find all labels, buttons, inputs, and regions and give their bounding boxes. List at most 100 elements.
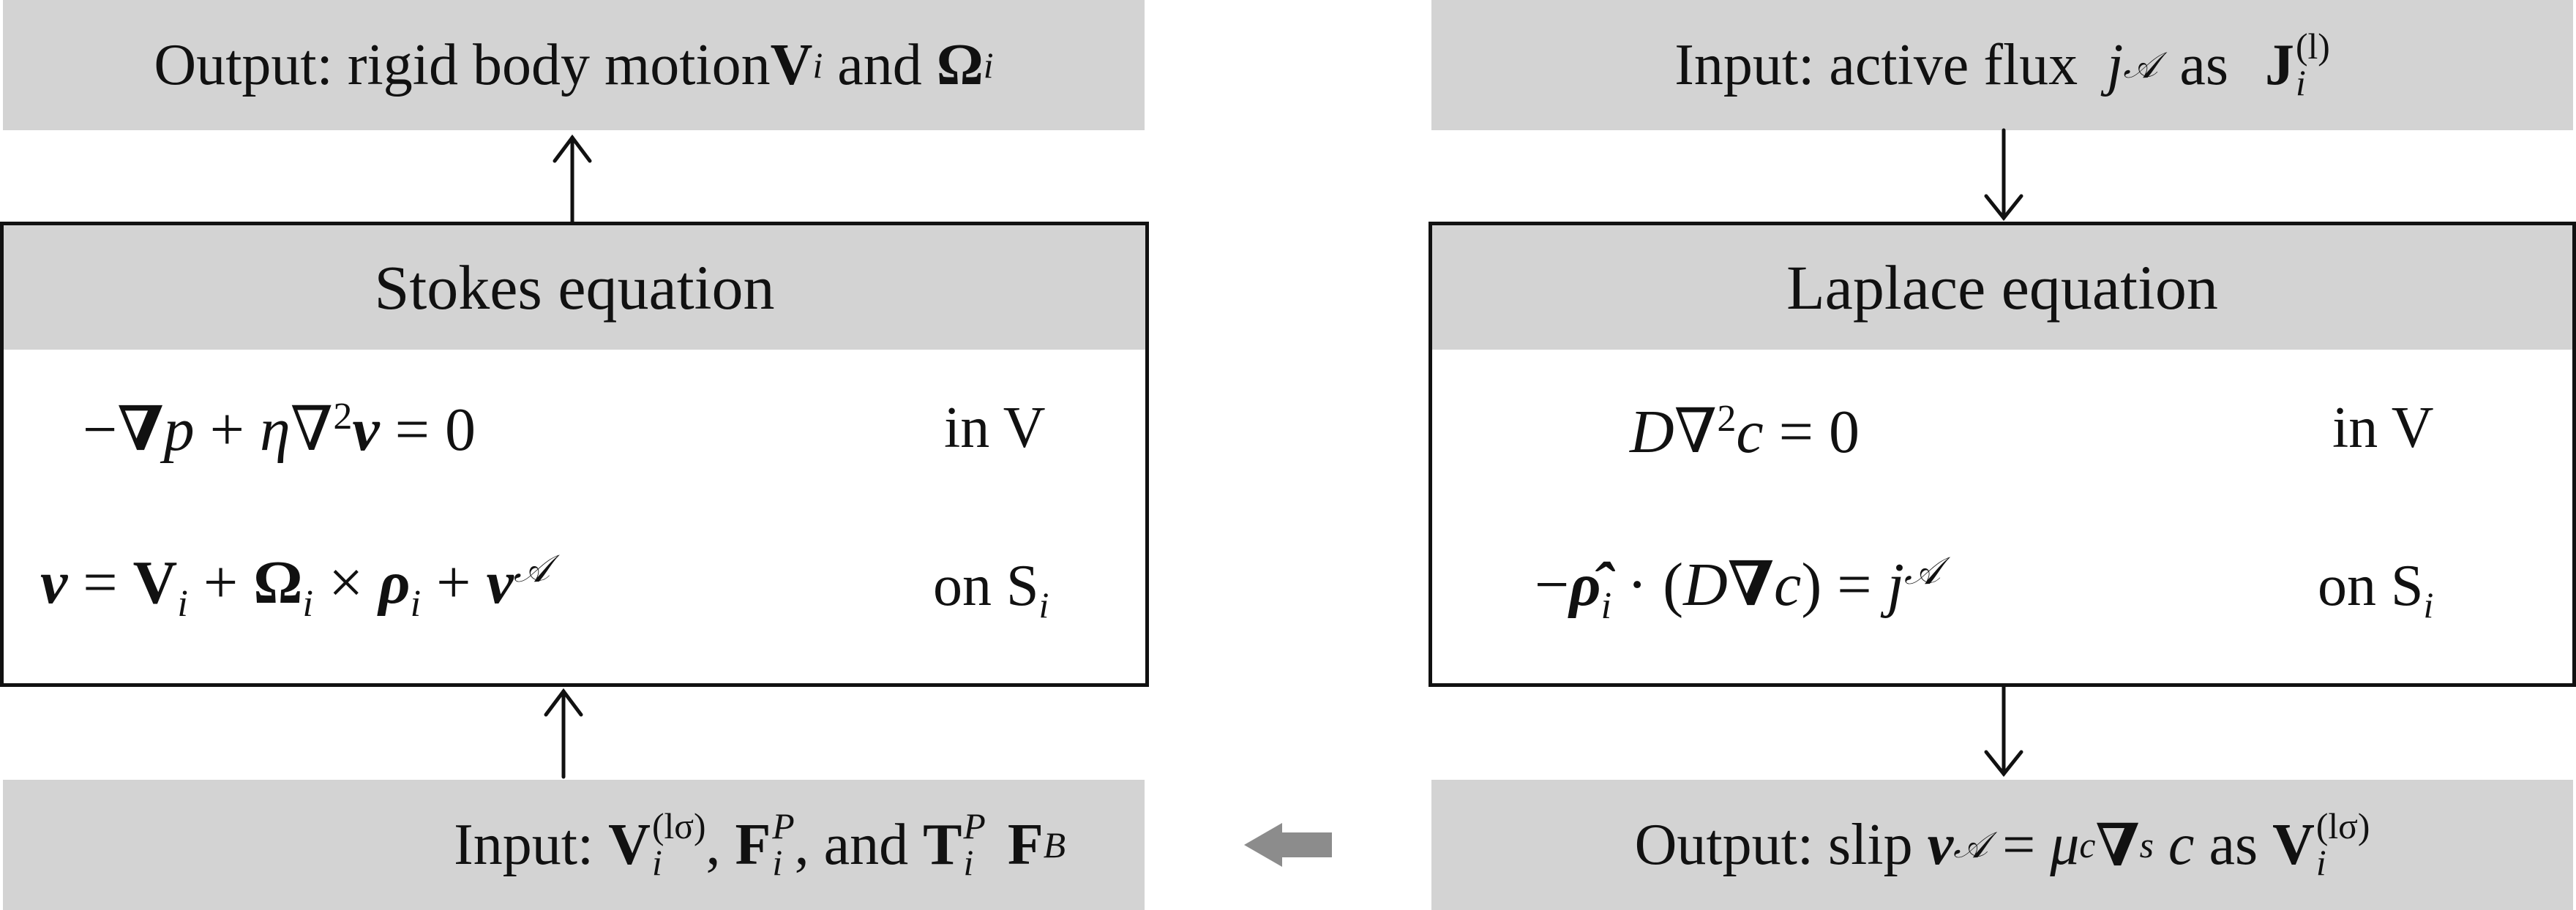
laplace-boundary-condition: on Si xyxy=(2318,553,2433,626)
mobility-subscript: c xyxy=(2079,824,2096,865)
plus-sign: + xyxy=(187,549,254,617)
square-superscript: 2 xyxy=(1717,398,1737,440)
torque-subscript: i xyxy=(963,843,974,883)
feedback-arrow xyxy=(1244,823,1332,867)
minus-sign: − xyxy=(83,396,118,464)
velocity-scripts: (lσ) i xyxy=(2316,808,2370,881)
body-force-symbol: F xyxy=(1007,812,1044,877)
minus-sign: − xyxy=(1535,551,1570,619)
torque-scripts: P i xyxy=(964,808,986,881)
position-vector-symbol: ρ xyxy=(378,549,411,617)
velocity-subscript: i xyxy=(2315,843,2326,883)
torque-symbol: T xyxy=(923,812,962,877)
force-symbol: F xyxy=(735,812,771,877)
plus-sign: + xyxy=(421,549,487,617)
stokes-boundary-condition: on Si xyxy=(933,553,1049,626)
cross-product-sign: × xyxy=(312,549,379,617)
stokes-title: Stokes equation xyxy=(4,225,1145,350)
flow-velocity-symbol: v xyxy=(40,549,68,617)
body-force-superscript: B xyxy=(1043,824,1066,865)
velocity-subscript: i xyxy=(177,582,188,625)
gradient-symbol: ∇ xyxy=(1727,551,1775,619)
viscosity-symbol: η xyxy=(260,396,291,464)
active-slip-superscript: 𝒜 xyxy=(1953,823,1988,866)
close-paren-equals: ) = xyxy=(1801,551,1887,619)
angular-velocity-subscript: i xyxy=(302,582,313,625)
equals-zero: = 0 xyxy=(379,396,476,464)
velocity-scripts: (lσ) i xyxy=(652,808,706,881)
force-subscript: i xyxy=(772,843,783,883)
active-slip-symbol: v xyxy=(486,549,514,617)
as-text: as xyxy=(2194,812,2273,877)
flux-vector-scripts: (l) i xyxy=(2296,29,2330,101)
laplace-domain-text: in V xyxy=(2332,396,2434,460)
velocity-symbol: V xyxy=(132,549,178,617)
flow-velocity-symbol: v xyxy=(352,396,380,464)
flux-superscript: 𝒜 xyxy=(1904,549,1941,593)
flux-superscript: 𝒜 xyxy=(2123,43,2158,86)
laplacian-symbol: ∇ xyxy=(290,396,334,464)
active-slip-symbol: v xyxy=(1927,812,1954,877)
plus-sign: + xyxy=(194,396,260,464)
angular-velocity-subscript: i xyxy=(983,45,994,86)
active-slip-superscript: 𝒜 xyxy=(513,547,550,591)
laplace-domain-condition: in V xyxy=(2332,395,2434,462)
flux-vector-superscript: (l) xyxy=(2295,26,2330,67)
arrow-input-to-laplace-head xyxy=(1984,194,2023,222)
velocity-subscript: i xyxy=(812,45,823,86)
laplace-flux-boundary-equation: −ρ̂i · (D∇c) = j𝒜 xyxy=(1535,547,1940,628)
concentration-symbol: c xyxy=(1774,551,1802,619)
mobility-symbol: μ xyxy=(2050,812,2080,877)
diffusivity-symbol: D xyxy=(1683,551,1728,619)
stokes-domain-text: in V xyxy=(944,396,1046,460)
stokes-equation-box: Stokes equation −∇p + η∇2v = 0 in V v = … xyxy=(0,222,1149,687)
surface-gradient-symbol: ∇ xyxy=(2095,813,2140,879)
output-rigid-body-text: Output: rigid body motion xyxy=(154,32,771,97)
as-text: as xyxy=(2165,32,2243,97)
stokes-domain-condition: in V xyxy=(944,395,1046,462)
arrow-input-to-stokes-head xyxy=(544,688,583,717)
flux-vector-symbol: J xyxy=(2264,32,2294,97)
surface-subscript: i xyxy=(2423,585,2434,625)
concentration-symbol: c xyxy=(2153,812,2195,877)
angular-velocity-symbol: Ω xyxy=(253,549,303,617)
velocity-superscript: (lσ) xyxy=(2315,806,2370,847)
equals-sign: = xyxy=(1988,812,2051,877)
normal-vector-symbol: ρ̂ xyxy=(1569,551,1601,619)
equals-sign: = xyxy=(67,549,133,617)
output-slip-text: Output: slip xyxy=(1634,812,1928,877)
input-forces-text: Input: xyxy=(454,812,609,877)
flux-symbol: j xyxy=(2107,32,2124,97)
velocity-subscript: i xyxy=(651,843,662,883)
dot-open-paren: · ( xyxy=(1611,551,1684,619)
laplace-diffusion-equation: D∇2c = 0 xyxy=(1630,395,1860,467)
force-superscript: P xyxy=(772,806,795,847)
arrow-laplace-to-output-head xyxy=(1984,750,2023,778)
and-text: and xyxy=(823,32,937,97)
pressure-symbol: p xyxy=(163,396,195,464)
flux-symbol: j xyxy=(1887,551,1905,619)
laplace-title: Laplace equation xyxy=(1432,225,2572,350)
velocity-symbol: V xyxy=(770,32,813,97)
gradient-symbol: ∇ xyxy=(117,396,164,464)
equals-zero: = 0 xyxy=(1763,398,1860,466)
laplacian-symbol: ∇ xyxy=(1674,398,1718,466)
torque-superscript: P xyxy=(963,806,986,847)
stokes-boundary-text: on S xyxy=(933,554,1039,618)
concentration-symbol: c xyxy=(1736,398,1764,466)
laplace-equation-box: Laplace equation D∇2c = 0 in V −ρ̂i · (D… xyxy=(1429,222,2576,687)
position-vector-subscript: i xyxy=(410,582,422,625)
surface-subscript: i xyxy=(1038,585,1049,625)
stokes-boundary-equation: v = Vi + Ωi × ρi + v𝒜 xyxy=(40,547,550,625)
laplace-boundary-text: on S xyxy=(2318,554,2424,618)
velocity-symbol: V xyxy=(2272,812,2315,877)
flux-vector-subscript: i xyxy=(2295,63,2306,103)
velocity-superscript: (lσ) xyxy=(651,806,706,847)
comma-separator: , xyxy=(705,812,735,877)
normal-vector-subscript: i xyxy=(1600,584,1612,627)
